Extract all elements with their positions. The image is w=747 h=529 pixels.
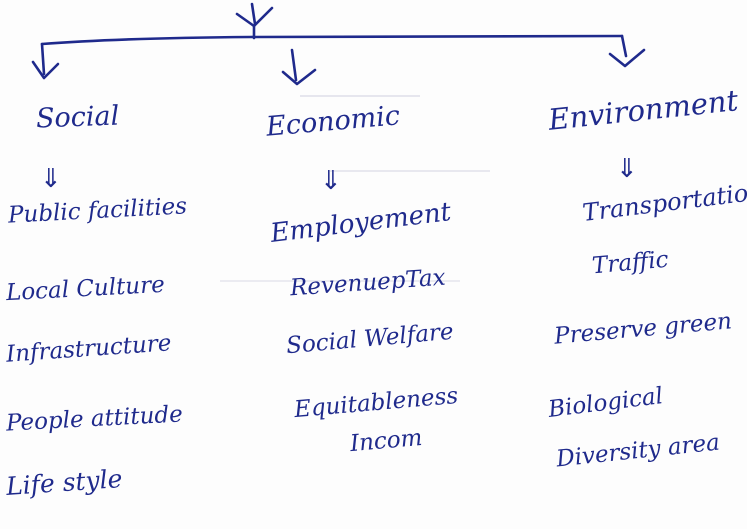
horizontal-bar	[40, 34, 624, 46]
show-through-mark	[330, 170, 490, 172]
branch-environment-head	[608, 48, 646, 68]
double-arrow-icon: ⇓	[40, 164, 62, 194]
top-arrow	[250, 2, 257, 26]
economic-item: Incom	[348, 424, 424, 458]
heading-social: Social	[35, 100, 120, 135]
double-arrow-icon: ⇓	[320, 166, 342, 196]
show-through-mark	[220, 280, 460, 282]
double-arrow-icon: ⇓	[616, 154, 638, 184]
social-item: Life style	[5, 463, 124, 502]
show-through-mark	[300, 95, 420, 97]
branch-economic	[290, 48, 298, 82]
branch-social-head	[31, 60, 60, 80]
branch-social	[40, 42, 46, 76]
branch-environment	[620, 34, 628, 58]
branch-economic-head	[281, 68, 317, 86]
